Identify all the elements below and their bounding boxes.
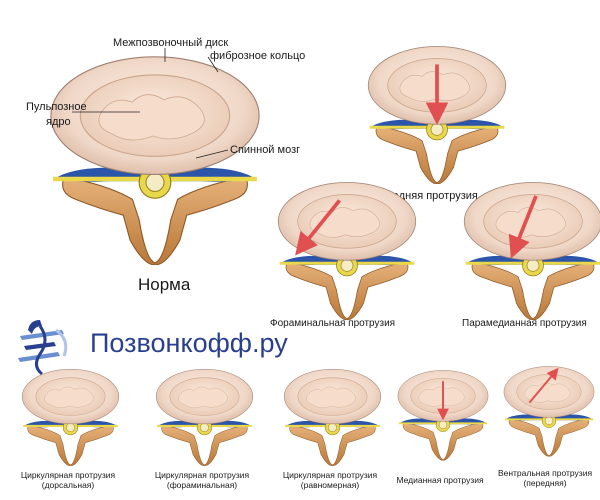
circular-foraminal-illustration bbox=[152, 366, 257, 466]
spine-logo-icon bbox=[18, 320, 68, 376]
posterior-protrusion-illustration bbox=[362, 42, 512, 184]
caption-line2: (фораминальная) bbox=[166, 480, 238, 490]
bottom-caption-5: Вентральная протрузия (передняя) bbox=[492, 468, 598, 488]
caption-line1: Циркулярная протрузия bbox=[282, 470, 378, 480]
paramedian-protrusion-illustration bbox=[458, 178, 600, 320]
nucleus-label-line1: Пульпозное bbox=[26, 101, 87, 113]
caption-line2: (передняя) bbox=[523, 478, 567, 488]
median-protrusion-illustration bbox=[394, 366, 492, 462]
caption-line1: Медианная протрузия bbox=[396, 475, 484, 485]
paramedian-label: Парамедианная протрузия bbox=[462, 318, 587, 329]
spinal-cord-label: Спинной мозг bbox=[230, 144, 301, 156]
caption-line1: Циркулярная протрузия bbox=[154, 470, 250, 480]
nucleus-label-line2: ядро bbox=[46, 116, 71, 128]
caption-line2: (равномерная) bbox=[300, 480, 360, 490]
norm-label: Норма bbox=[138, 275, 191, 294]
bottom-caption-2: Циркулярная протрузия (фораминальная) bbox=[142, 470, 262, 490]
annulus-label: фиброзное кольцо bbox=[210, 50, 306, 62]
bottom-caption-3: Циркулярная протрузия (равномерная) bbox=[270, 470, 390, 490]
caption-line1: Циркулярная протрузия bbox=[20, 470, 116, 480]
circular-uniform-illustration bbox=[280, 366, 385, 466]
caption-line2: (дорсальная) bbox=[41, 480, 95, 490]
disc-label: Межпозвоночный диск bbox=[113, 37, 229, 49]
foraminal-label: Фораминальная протрузия bbox=[270, 318, 396, 329]
caption-line1: Вентральная протрузия bbox=[497, 468, 593, 478]
posterior-label: Задняя протрузия bbox=[386, 190, 478, 202]
bottom-caption-4: Медианная протрузия bbox=[384, 475, 496, 485]
circular-dorsal-illustration bbox=[18, 366, 123, 466]
ventral-protrusion-illustration bbox=[500, 358, 598, 462]
brand-name: Позвонкофф.ру bbox=[90, 328, 288, 358]
foraminal-protrusion-illustration bbox=[272, 178, 422, 320]
bottom-caption-1: Циркулярная протрузия (дорсальная) bbox=[8, 470, 128, 490]
